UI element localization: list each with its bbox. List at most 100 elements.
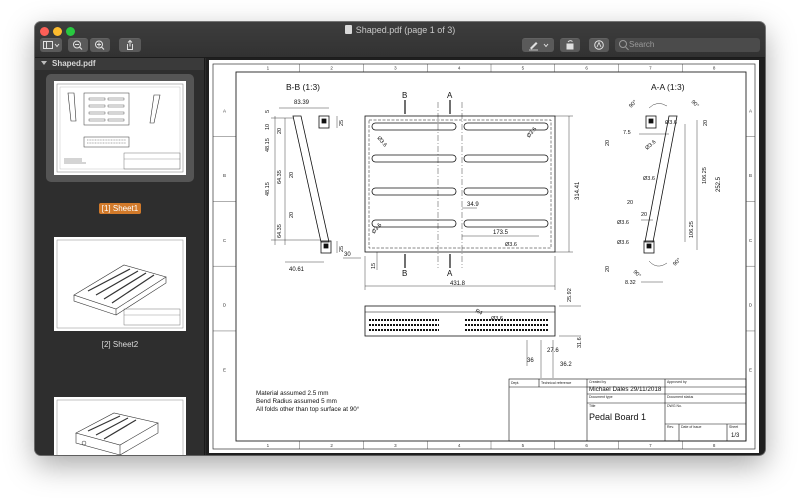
zoom-out-button[interactable] (68, 38, 88, 52)
b-b-bottom-flange (320, 240, 332, 254)
dim-36: 36 (527, 358, 534, 364)
tb-sheet-label: Sheet (729, 425, 738, 429)
preview-window: Shaped.pdf (page 1 of 3) (35, 22, 765, 455)
view-front (364, 100, 573, 290)
dim-bottom-dia: Ø3.6 (491, 316, 503, 322)
column-zone-label-bottom: 7 (649, 443, 652, 448)
pen-icon (529, 42, 549, 51)
tb-approved-by-label: Approved by (667, 380, 687, 384)
page-thumbnail-2-label[interactable]: [2] Sheet2 (101, 340, 139, 349)
thumbnail-1-drawing (56, 83, 184, 173)
page-thumbnail-3[interactable] (46, 394, 194, 455)
page-thumbnail-2[interactable] (46, 235, 194, 335)
row-zone-label-right: E (749, 367, 752, 372)
dim-314-41: 314.41 (575, 181, 581, 200)
slot-4a (371, 219, 457, 228)
column-zone-label-top: 1 (267, 66, 270, 71)
share-button[interactable] (119, 38, 141, 52)
dim-side-dia-5: Ø3.6 (617, 240, 629, 246)
tb-dwg-no-label: DWG No. (667, 404, 682, 408)
view-a-a (639, 103, 698, 283)
dim-25b: 25 (339, 246, 345, 252)
dim-angle-90c: 90° (632, 269, 642, 279)
tb-doc-status-label: Document status (667, 395, 694, 399)
dim-36-2: 36.2 (560, 362, 572, 368)
rotate-button[interactable] (560, 38, 580, 52)
column-zone-label-top: 4 (458, 66, 461, 71)
title-block (508, 378, 747, 442)
slot-4b (463, 219, 549, 228)
disclosure-triangle-icon[interactable] (41, 61, 47, 65)
column-zone-label-bottom: 6 (585, 443, 588, 448)
markup-pen-button[interactable] (522, 38, 554, 52)
dim-front-dia-1: Ø3.6 (375, 135, 387, 148)
thumbnail-3-drawing (56, 399, 184, 455)
dim-20a: 20 (277, 128, 283, 134)
row-zone-label-right: A (749, 108, 752, 113)
tb-title-label: Title (589, 404, 596, 408)
slot-2b (463, 154, 549, 163)
column-zone-label-top: 2 (330, 66, 333, 71)
dim-side-dia-1: Ø3.6 (665, 120, 677, 126)
tb-dept-label: Dept. (511, 381, 519, 385)
title-bar: Shaped.pdf (page 1 of 3) (35, 22, 765, 58)
slot-3b (463, 187, 549, 196)
page-thumbnail-1-label[interactable]: [1] Sheet1 (35, 203, 205, 214)
markup-toolbar-button[interactable] (589, 38, 609, 52)
zoom-in-icon (95, 40, 105, 50)
tb-title: Pedal Board 1 (589, 412, 646, 422)
dim-40-61: 40.61 (289, 267, 305, 273)
column-zone-label-top: 7 (649, 66, 652, 71)
dim-106-25a: 106.25 (702, 167, 708, 184)
page-thumbnail-1[interactable] (46, 74, 194, 182)
dim-angle-90d: 90° (672, 257, 682, 267)
dim-side-20e: 20 (605, 266, 611, 272)
slot-1b (463, 122, 549, 131)
bottom-view-outline (364, 305, 556, 337)
minimize-window-button[interactable] (53, 27, 62, 36)
column-zone-label-bottom: 5 (522, 443, 525, 448)
tb-tech-ref-label: Technical reference (541, 381, 571, 385)
markup-circle-icon (594, 40, 604, 50)
sidebar-toggle-button[interactable] (40, 38, 62, 52)
dim-side-20d: 20 (641, 212, 647, 218)
close-window-button[interactable] (40, 27, 49, 36)
share-icon (127, 39, 133, 50)
tb-date-issue-label: Date of issue (681, 425, 701, 429)
section-marker-b-top: B (402, 91, 407, 100)
zoom-window-button[interactable] (66, 27, 75, 36)
dim-48-15: 48.15 (265, 138, 271, 152)
zoom-out-icon (73, 40, 83, 50)
dim-431-8: 431.8 (450, 281, 466, 287)
dim-34-9: 34.9 (467, 202, 479, 208)
dim-27-6: 27.6 (547, 348, 559, 354)
dim-20c: 20 (289, 212, 295, 218)
page-thumbnail-2-image (54, 237, 186, 331)
zoom-in-button[interactable] (90, 38, 110, 52)
column-zone-label-bottom: 3 (394, 443, 397, 448)
dim-side-20b: 20 (605, 140, 611, 146)
search-icon (619, 40, 627, 48)
sidebar-document-header[interactable]: Shaped.pdf (35, 58, 204, 70)
front-outline (364, 115, 556, 253)
row-zone-label-left: C (223, 238, 227, 243)
sidebar-icon (43, 41, 60, 49)
section-marker-a-top: A (447, 91, 453, 100)
view-bottom (364, 305, 581, 378)
dim-83-39: 83.39 (294, 100, 310, 106)
column-zone-label-top: 8 (713, 66, 716, 71)
dim-angle-90a: 90° (628, 99, 638, 109)
view-b-b (271, 107, 361, 263)
search-field[interactable]: Search (615, 38, 760, 52)
row-zone-label-right: B (749, 173, 752, 178)
column-zone-label-top: 6 (585, 66, 588, 71)
row-zone-label-left: E (223, 367, 226, 372)
row-zone-label-left: B (223, 173, 226, 178)
tb-created-by: Michael Dales 29/11/2018 (589, 386, 662, 393)
page-thumbnail-3-image (54, 397, 186, 455)
row-zone-label-right: D (749, 303, 753, 308)
dim-side-dia-3: Ø3.6 (643, 176, 655, 182)
